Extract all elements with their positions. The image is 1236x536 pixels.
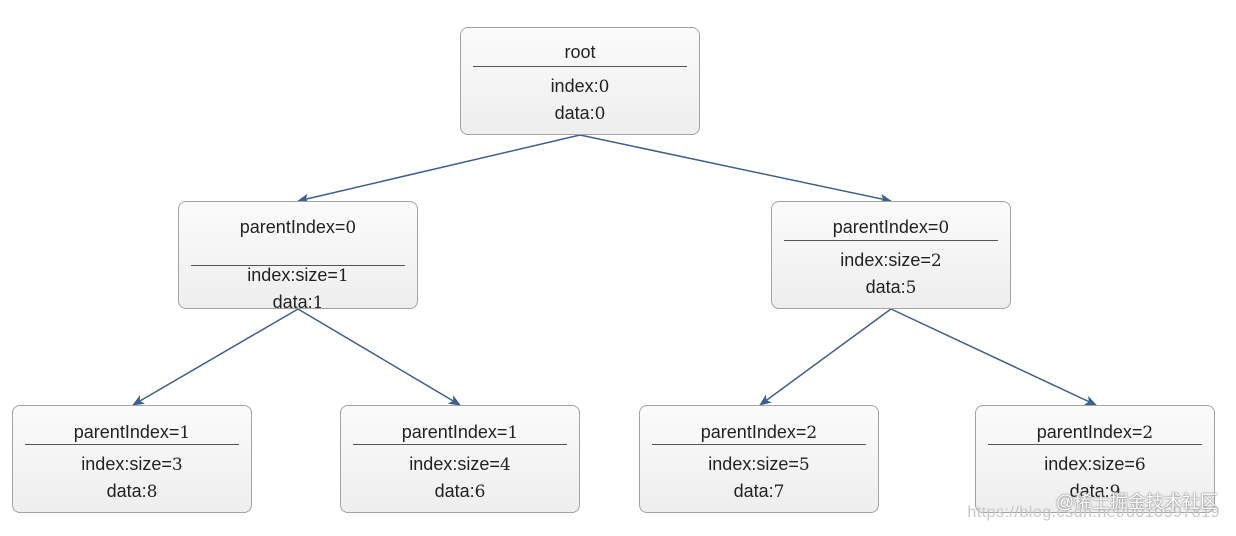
node-divider bbox=[988, 444, 1202, 445]
node-divider bbox=[353, 444, 567, 445]
node-title: parentIndex=2 bbox=[1036, 422, 1154, 443]
edge-n2-n6 bbox=[890, 308, 1097, 406]
node-divider bbox=[191, 265, 405, 266]
node-index: index:0 bbox=[550, 76, 610, 97]
node-3: parentIndex=1 index:size=3 data:8 bbox=[12, 405, 252, 513]
edge-root-n2 bbox=[579, 134, 892, 204]
watermark-logo: @稀土掘金技术社区 bbox=[1055, 492, 1218, 512]
node-data: data:8 bbox=[106, 481, 158, 502]
node-data: data:6 bbox=[434, 481, 486, 502]
node-data: data:9 bbox=[1069, 481, 1121, 502]
watermark-url: https://blog.csdn.net/u010597819 bbox=[967, 504, 1220, 521]
node-1: parentIndex=0 index:size=1 data:1 bbox=[178, 201, 418, 313]
node-6: parentIndex=2 index:size=6 data:9 bbox=[975, 405, 1215, 513]
node-index: index:size=1 bbox=[247, 265, 349, 286]
edge-root-n1 bbox=[297, 134, 581, 204]
node-divider bbox=[25, 444, 239, 445]
node-divider bbox=[652, 444, 866, 445]
node-title: parentIndex=0 bbox=[239, 217, 357, 238]
node-title: parentIndex=2 bbox=[700, 422, 818, 443]
node-data: data:5 bbox=[865, 277, 917, 298]
node-data: data:0 bbox=[554, 103, 606, 124]
node-index: index:size=4 bbox=[409, 454, 511, 475]
node-2: parentIndex=0 index:size=2 data:5 bbox=[771, 201, 1011, 309]
node-4: parentIndex=1 index:size=4 data:6 bbox=[340, 405, 580, 513]
node-data: data:1 bbox=[272, 292, 324, 313]
node-divider bbox=[784, 240, 998, 241]
edge-n2-n5 bbox=[759, 308, 892, 406]
node-data: data:7 bbox=[733, 481, 785, 502]
node-root: root index:0 data:0 bbox=[460, 27, 700, 135]
node-5: parentIndex=2 index:size=5 data:7 bbox=[639, 405, 879, 513]
node-title: parentIndex=1 bbox=[401, 422, 519, 443]
node-index: index:size=2 bbox=[840, 250, 942, 271]
edge-n1-n3 bbox=[132, 308, 299, 406]
node-title: parentIndex=0 bbox=[832, 217, 950, 238]
node-index: index:size=3 bbox=[81, 454, 183, 475]
edge-n1-n4 bbox=[297, 308, 461, 406]
node-index: index:size=6 bbox=[1044, 454, 1146, 475]
node-title: root bbox=[564, 42, 596, 62]
node-divider bbox=[473, 66, 687, 67]
node-index: index:size=5 bbox=[708, 454, 810, 475]
node-title: parentIndex=1 bbox=[73, 422, 191, 443]
